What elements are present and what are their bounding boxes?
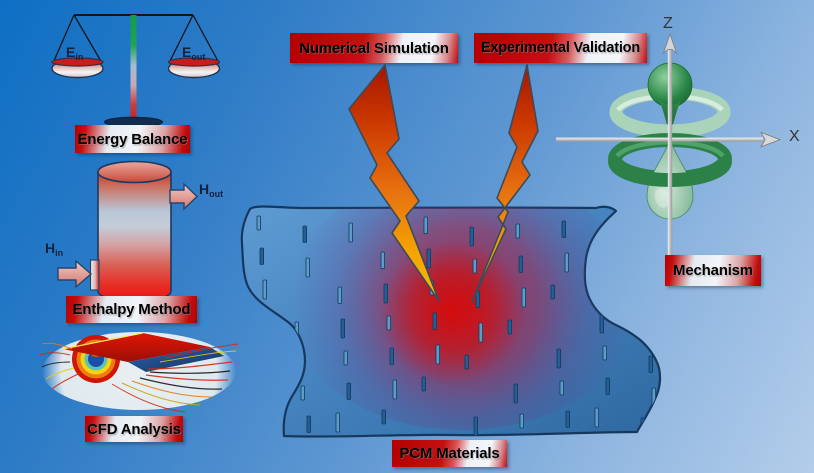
cfd-vignette xyxy=(39,332,239,413)
mechanism-label: Mechanism xyxy=(665,255,761,286)
lightning-bolts xyxy=(348,64,539,303)
z-axis xyxy=(662,32,678,256)
enthalpy-method-label: Enthalpy Method xyxy=(66,296,197,323)
balance-pan-left xyxy=(51,57,104,79)
balance-scale xyxy=(51,14,221,128)
e-out-label: Eout xyxy=(182,44,206,62)
numerical-simulation-label: Numerical Simulation xyxy=(290,33,458,63)
balance-pole xyxy=(130,15,137,121)
bolt-numerical xyxy=(348,64,440,302)
balance-pan-right xyxy=(167,57,221,79)
energy-balance-label: Energy Balance xyxy=(75,125,190,153)
pcm-blob xyxy=(240,205,662,438)
enthalpy-cylinder xyxy=(57,160,199,303)
cfd-streamlines xyxy=(39,342,239,413)
heat-out-arrow xyxy=(169,182,199,211)
h-in-label: Hin xyxy=(45,240,64,258)
experimental-validation-label: Experimental Validation xyxy=(474,33,647,63)
x-axis xyxy=(556,131,782,148)
cfd-hot-band xyxy=(63,333,210,362)
z-axis-label: Z xyxy=(663,15,673,32)
heat-in-arrow xyxy=(57,259,93,289)
h-out-label: Hout xyxy=(199,181,224,199)
e-in-label: Ein xyxy=(66,44,84,62)
x-axis-label: X xyxy=(789,128,800,145)
heat-core xyxy=(380,240,524,384)
pcm-materials-label: PCM Materials xyxy=(392,440,507,467)
inlet-port xyxy=(89,259,100,291)
cfd-analysis-label: CFD Analysis xyxy=(85,416,183,442)
bolt-experimental xyxy=(471,64,539,303)
mechanism-orbital xyxy=(556,32,782,256)
